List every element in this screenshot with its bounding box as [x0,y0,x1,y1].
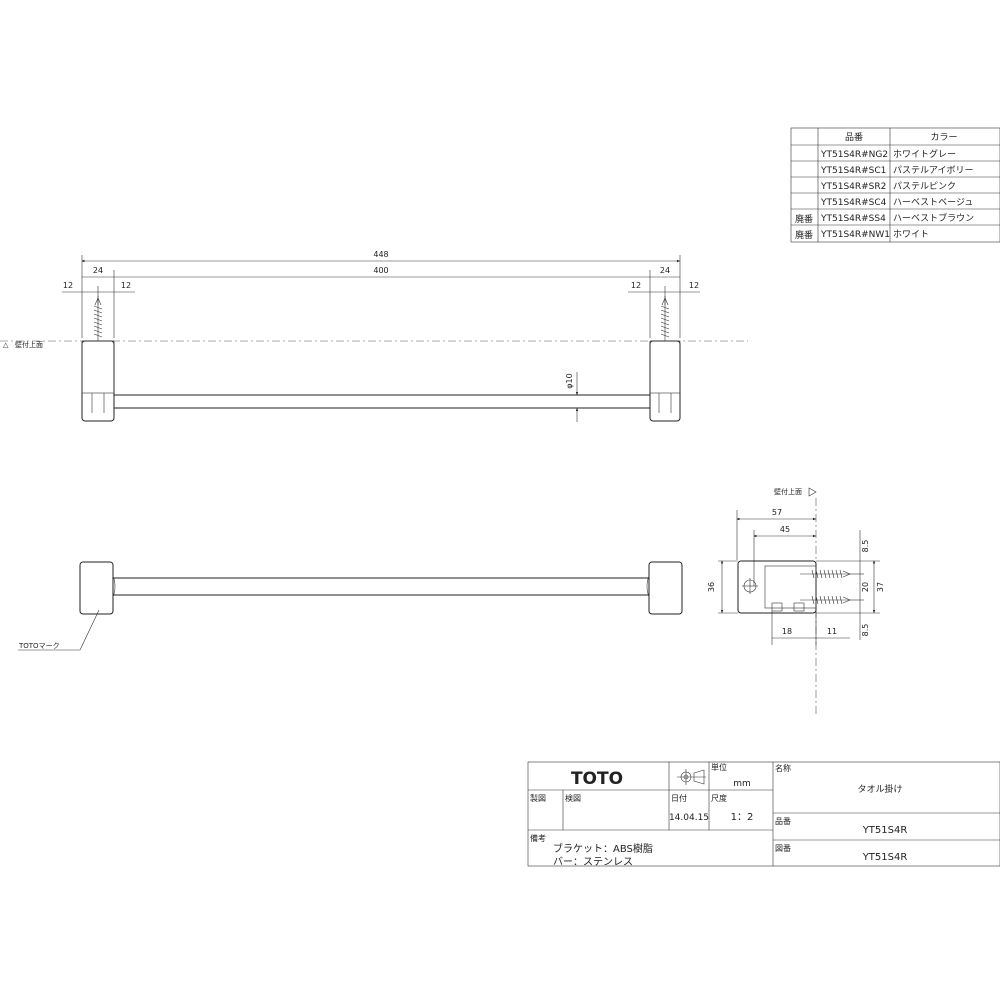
color-table: 品番 カラー 廃番 廃番 YT51S4R#NG2 YT51S4R#SC1 YT5… [790,127,1000,243]
row-mark: 廃番 [795,229,813,241]
dim-left-bracket: 24 [93,266,103,275]
left-bracket [81,340,115,422]
part-label: 品番 [775,816,791,826]
check-label: 検図 [565,793,581,803]
date-value: 14.04.15 [669,813,709,823]
screw-icon [800,569,851,579]
note-line: ブラケット：ABS樹脂 [553,842,653,855]
side-view: 壁付上面 57 45 36 [707,487,885,715]
row-color: パステルピンク [893,181,956,192]
name-label: 名称 [775,763,791,773]
dim-left-inner: 12 [121,281,131,290]
row-mark: 廃番 [795,213,813,225]
company-logo: TOTO [571,769,623,789]
row-code: YT51S4R#SC4 [820,198,887,208]
table-header-code: 品番 [845,131,863,143]
row-color: ハーベストブラウン [893,212,974,224]
date-label: 日付 [671,793,687,803]
dim-bottom-margin: 8.5 [861,624,870,637]
unit-value: mm [733,779,751,789]
dim-height: 36 [707,582,716,592]
dim-bar-diameter: φ10 [565,373,574,388]
dim-right-bracket: 24 [660,266,670,275]
right-bracket [649,340,681,422]
scale-value: 1：2 [731,812,754,823]
part-value: YT51S4R [862,825,908,836]
dim-total-height: 37 [876,582,885,592]
row-color: パステルアイボリー [893,165,974,176]
projection-symbol-icon [677,769,706,785]
right-bracket [648,561,683,615]
row-color: ハーベストベージュ [893,198,973,208]
row-code: YT51S4R#SR2 [820,182,886,192]
dim-depth-bar: 45 [780,525,790,534]
scale-label: 尺度 [711,793,727,803]
dim-right-outer: 12 [689,281,699,290]
dim-top-margin: 8.5 [861,540,870,553]
row-code: YT51S4R#SC1 [820,166,886,176]
screw-icon [93,296,103,341]
table-header-color: カラー [930,132,957,143]
wall-top-label: △ [3,341,9,349]
wall-top-label: 壁付上面 [15,340,43,349]
dim-overall-width: 448 [373,250,388,259]
note-line: バー：ステンレス [553,856,633,868]
dim-right-inner: 12 [631,281,641,290]
wall-top-label: 壁付上面 [774,487,802,496]
title-block: TOTO 単位 mm 名称 タオル掛け 製図 検図 日付 14.04.15 尺度… [527,761,1000,868]
dim-depth-total: 57 [772,508,782,517]
unit-label: 単位 [711,762,727,772]
screw-icon [800,595,851,605]
screw-icon [660,296,670,341]
drawing-label: 図番 [775,843,791,853]
made-label: 製図 [530,793,546,803]
row-code: YT51S4R#SS4 [820,214,886,224]
row-code: YT51S4R#NW1 [820,230,890,240]
row-color: ホワイト [893,229,929,240]
row-color: ホワイトグレー [893,148,956,160]
dim-base-left: 18 [782,627,792,636]
dim-screw-pitch: 20 [861,582,870,592]
front-view: 448 24 400 24 12 12 12 12 △ 壁付上面 [0,250,748,422]
dim-bar-length: 400 [373,266,388,275]
bottom-view: TOTOマーク [18,561,683,651]
name-value: タオル掛け [857,783,902,795]
dim-left-outer: 12 [63,281,73,290]
dim-base-right: 11 [827,627,837,636]
notes-label: 備考 [530,833,546,843]
drawing-value: YT51S4R [862,852,908,863]
left-bracket [79,561,114,615]
toto-mark-label: TOTOマーク [18,642,60,650]
row-code: YT51S4R#NG2 [820,150,888,160]
